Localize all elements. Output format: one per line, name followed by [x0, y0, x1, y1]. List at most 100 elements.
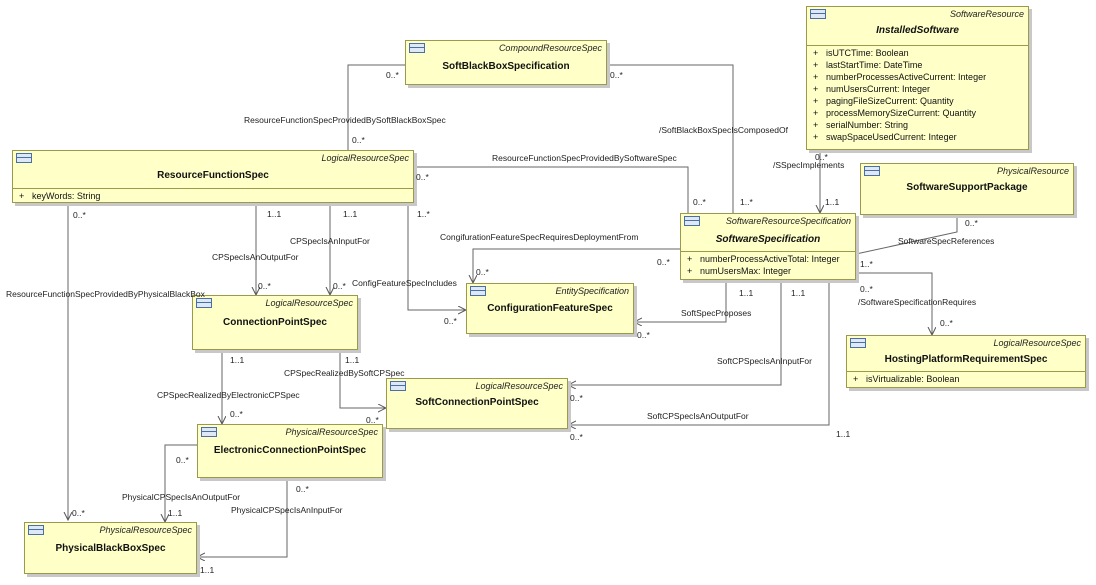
- association-label[interactable]: ResourceFunctionSpecProvidedBySoftBlackB…: [244, 115, 446, 125]
- class-icon: [196, 298, 212, 308]
- attribute[interactable]: +swapSpaceUsedCurrent: Integer: [813, 132, 957, 142]
- association-label[interactable]: /SoftBlackBoxSpecIsComposedOf: [659, 125, 788, 135]
- multiplicity-label: 0..*: [366, 415, 379, 425]
- assoc-line-softblack-rfs: [347, 65, 405, 150]
- stereotype-label: SoftwareResource: [949, 9, 1024, 19]
- stereotype-label: SoftwareResourceSpecification: [725, 216, 851, 226]
- attribute[interactable]: +isUTCTime: Boolean: [813, 48, 909, 58]
- multiplicity-label: 1..1: [825, 197, 840, 207]
- multiplicity-label: 0..*: [940, 318, 953, 328]
- association-label[interactable]: /SoftwareSpecificationRequires: [858, 297, 977, 307]
- multiplicity-label: 0..*: [333, 281, 346, 291]
- multiplicity-label: 1..1: [836, 429, 851, 439]
- attribute[interactable]: +lastStartTime: DateTime: [813, 60, 923, 70]
- association-label[interactable]: CPSpecIsAnInputFor: [290, 236, 370, 246]
- multiplicity-label: 0..*: [476, 267, 489, 277]
- stereotype-label: LogicalResourceSpec: [475, 381, 563, 391]
- class-icon: [16, 153, 32, 163]
- multiplicity-label: 0..*: [386, 70, 399, 80]
- class-soft-connection-point-spec[interactable]: LogicalResourceSpec SoftConnectionPointS…: [386, 378, 568, 429]
- stereotype-label: PhysicalResource: [996, 166, 1069, 176]
- class-name: ElectronicConnectionPointSpec: [213, 445, 367, 456]
- association-label[interactable]: /SSpecImplements: [773, 160, 845, 170]
- association-label[interactable]: CPSpecRealizedBySoftCPSpec: [284, 368, 405, 378]
- attribute[interactable]: +numUsersCurrent: Integer: [813, 84, 931, 94]
- class-name: InstalledSoftware: [876, 25, 959, 36]
- association-label[interactable]: SoftCPSpecIsAnInputFor: [717, 356, 812, 366]
- class-connection-point-spec[interactable]: LogicalResourceSpec ConnectionPointSpec: [192, 295, 358, 350]
- stereotype-label: EntitySpecification: [555, 286, 629, 296]
- assoc-line-ecps-pbbs-input: [197, 478, 287, 557]
- class-configuration-feature-spec[interactable]: EntitySpecification ConfigurationFeature…: [466, 283, 634, 334]
- attribute[interactable]: +numberProcessActiveTotal: Integer: [687, 254, 840, 264]
- class-software-specification[interactable]: SoftwareResourceSpecification SoftwareSp…: [680, 213, 856, 280]
- multiplicity-label: 0..*: [258, 281, 271, 291]
- association-label[interactable]: CPSpecIsAnOutputFor: [212, 252, 299, 262]
- multiplicity-label: 1..1: [230, 355, 245, 365]
- class-installed-software[interactable]: SoftwareResource InstalledSoftware +isUT…: [806, 6, 1029, 150]
- attribute[interactable]: +keyWords: String: [19, 191, 101, 201]
- association-label[interactable]: ResourceFunctionSpecProvidedBySoftwareSp…: [492, 153, 677, 163]
- class-physical-black-box-spec[interactable]: PhysicalResourceSpec PhysicalBlackBoxSpe…: [24, 522, 197, 574]
- attribute[interactable]: +pagingFileSizeCurrent: Quantity: [813, 96, 954, 106]
- class-soft-black-box-specification[interactable]: CompoundResourceSpec SoftBlackBoxSpecifi…: [405, 40, 607, 85]
- association-label[interactable]: PhysicalCPSpecIsAnOutputFor: [122, 492, 241, 502]
- class-name: SoftBlackBoxSpecification: [442, 61, 570, 72]
- multiplicity-label: 0..*: [965, 218, 978, 228]
- assoc-line-rfs-cfs: [408, 203, 466, 310]
- multiplicity-label: 0..*: [296, 484, 309, 494]
- class-name: SoftwareSupportPackage: [906, 182, 1028, 193]
- attribute[interactable]: +processMemorySizeCurrent: Quantity: [813, 108, 977, 118]
- multiplicity-label: 0..*: [72, 508, 85, 518]
- class-name: ConnectionPointSpec: [223, 317, 327, 328]
- attribute[interactable]: +numUsersMax: Integer: [687, 266, 792, 276]
- attribute[interactable]: +isVirtualizable: Boolean: [853, 374, 960, 384]
- class-name: PhysicalBlackBoxSpec: [55, 543, 166, 554]
- class-software-support-package[interactable]: PhysicalResource SoftwareSupportPackage: [860, 163, 1074, 215]
- association-label[interactable]: SoftwareSpecReferences: [898, 236, 995, 246]
- association-label[interactable]: ResourceFunctionSpecProvidedByPhysicalBl…: [6, 289, 205, 299]
- attribute-list: +keyWords: String: [19, 190, 411, 202]
- multiplicity-label: 0..*: [570, 432, 583, 442]
- attribute[interactable]: +serialNumber: String: [813, 120, 909, 130]
- multiplicity-label: 0..*: [416, 172, 429, 182]
- association-label[interactable]: CPSpecRealizedByElectronicCPSpec: [157, 390, 300, 400]
- multiplicity-label: 1..*: [860, 259, 873, 269]
- class-name: ConfigurationFeatureSpec: [487, 303, 613, 314]
- association-label[interactable]: ConfigFeatureSpecIncludes: [352, 278, 457, 288]
- class-electronic-connection-point-spec[interactable]: PhysicalResourceSpec ElectronicConnectio…: [197, 424, 383, 478]
- multiplicity-label: 1..1: [168, 508, 183, 518]
- class-hosting-platform-requirement-spec[interactable]: LogicalResourceSpec HostingPlatformRequi…: [846, 335, 1086, 388]
- class-name: ResourceFunctionSpec: [157, 170, 269, 181]
- multiplicity-label: 0..*: [230, 409, 243, 419]
- multiplicity-label: 0..*: [570, 393, 583, 403]
- assoc-line-swspec-softcps-output: [568, 280, 829, 425]
- stereotype-label: PhysicalResourceSpec: [285, 427, 378, 437]
- association-label[interactable]: SoftCPSpecIsAnOutputFor: [647, 411, 749, 421]
- multiplicity-label: 0..*: [860, 284, 873, 294]
- class-icon: [390, 381, 406, 391]
- multiplicity-label: 0..*: [444, 316, 457, 326]
- assoc-line-cps-softcps: [340, 350, 386, 408]
- association-label[interactable]: PhysicalCPSpecIsAnInputFor: [231, 505, 343, 515]
- multiplicity-label: 1..1: [791, 288, 806, 298]
- association-label[interactable]: SoftSpecProposes: [681, 308, 752, 318]
- multiplicity-label: 0..*: [610, 70, 623, 80]
- class-icon: [864, 166, 880, 176]
- multiplicity-label: 0..*: [637, 330, 650, 340]
- stereotype-label: PhysicalResourceSpec: [99, 525, 192, 535]
- association-label[interactable]: CongifurationFeatureSpecRequiresDeployme…: [440, 232, 639, 242]
- class-icon: [201, 427, 217, 437]
- multiplicity-label: 0..*: [176, 455, 189, 465]
- attribute[interactable]: +numberProcessesActiveCurrent: Integer: [813, 72, 987, 82]
- multiplicity-label: 1..*: [417, 209, 430, 219]
- multiplicity-label: 1..1: [200, 565, 215, 575]
- multiplicity-label: 1..*: [740, 197, 753, 207]
- class-icon: [810, 9, 826, 19]
- stereotype-label: LogicalResourceSpec: [321, 153, 409, 163]
- class-icon: [409, 43, 425, 53]
- multiplicity-label: 1..1: [345, 355, 360, 365]
- class-resource-function-spec[interactable]: LogicalResourceSpec ResourceFunctionSpec…: [12, 150, 414, 203]
- multiplicity-label: 1..1: [267, 209, 282, 219]
